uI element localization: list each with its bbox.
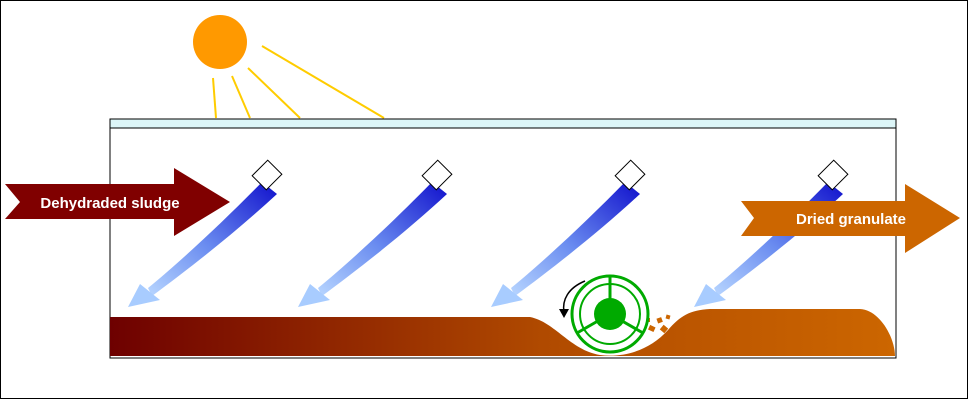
turner-wheel bbox=[570, 274, 650, 354]
greenhouse-roof bbox=[109, 118, 897, 129]
sun-ray bbox=[261, 45, 385, 119]
sun-ray bbox=[247, 67, 301, 119]
input-arrow: Dehydraded sludge bbox=[5, 168, 230, 236]
air-jet-3 bbox=[491, 159, 646, 307]
air-jet-arrowhead bbox=[491, 284, 523, 307]
sludge-bed bbox=[110, 309, 895, 356]
turner-hub bbox=[594, 298, 626, 330]
fan-icon bbox=[614, 159, 646, 191]
input-label: Dehydraded sludge bbox=[40, 195, 179, 212]
air-jet-arrowhead bbox=[694, 284, 726, 307]
air-jet-2 bbox=[298, 159, 453, 307]
output-label: Dried granulate bbox=[796, 211, 906, 228]
air-jet-1 bbox=[128, 159, 283, 307]
rotation-arrow-icon bbox=[559, 280, 586, 318]
output-arrow: Dried granulate bbox=[741, 184, 960, 253]
greenhouse-hall bbox=[109, 127, 897, 359]
air-jet-arrowhead bbox=[128, 284, 160, 307]
sun-ray bbox=[231, 75, 251, 119]
sun-ray bbox=[212, 77, 217, 119]
air-jet-arrowhead bbox=[298, 284, 330, 307]
fan-icon bbox=[421, 159, 453, 191]
fan-icon bbox=[817, 159, 849, 191]
sun-icon bbox=[193, 15, 385, 119]
fan-icon bbox=[251, 159, 283, 191]
